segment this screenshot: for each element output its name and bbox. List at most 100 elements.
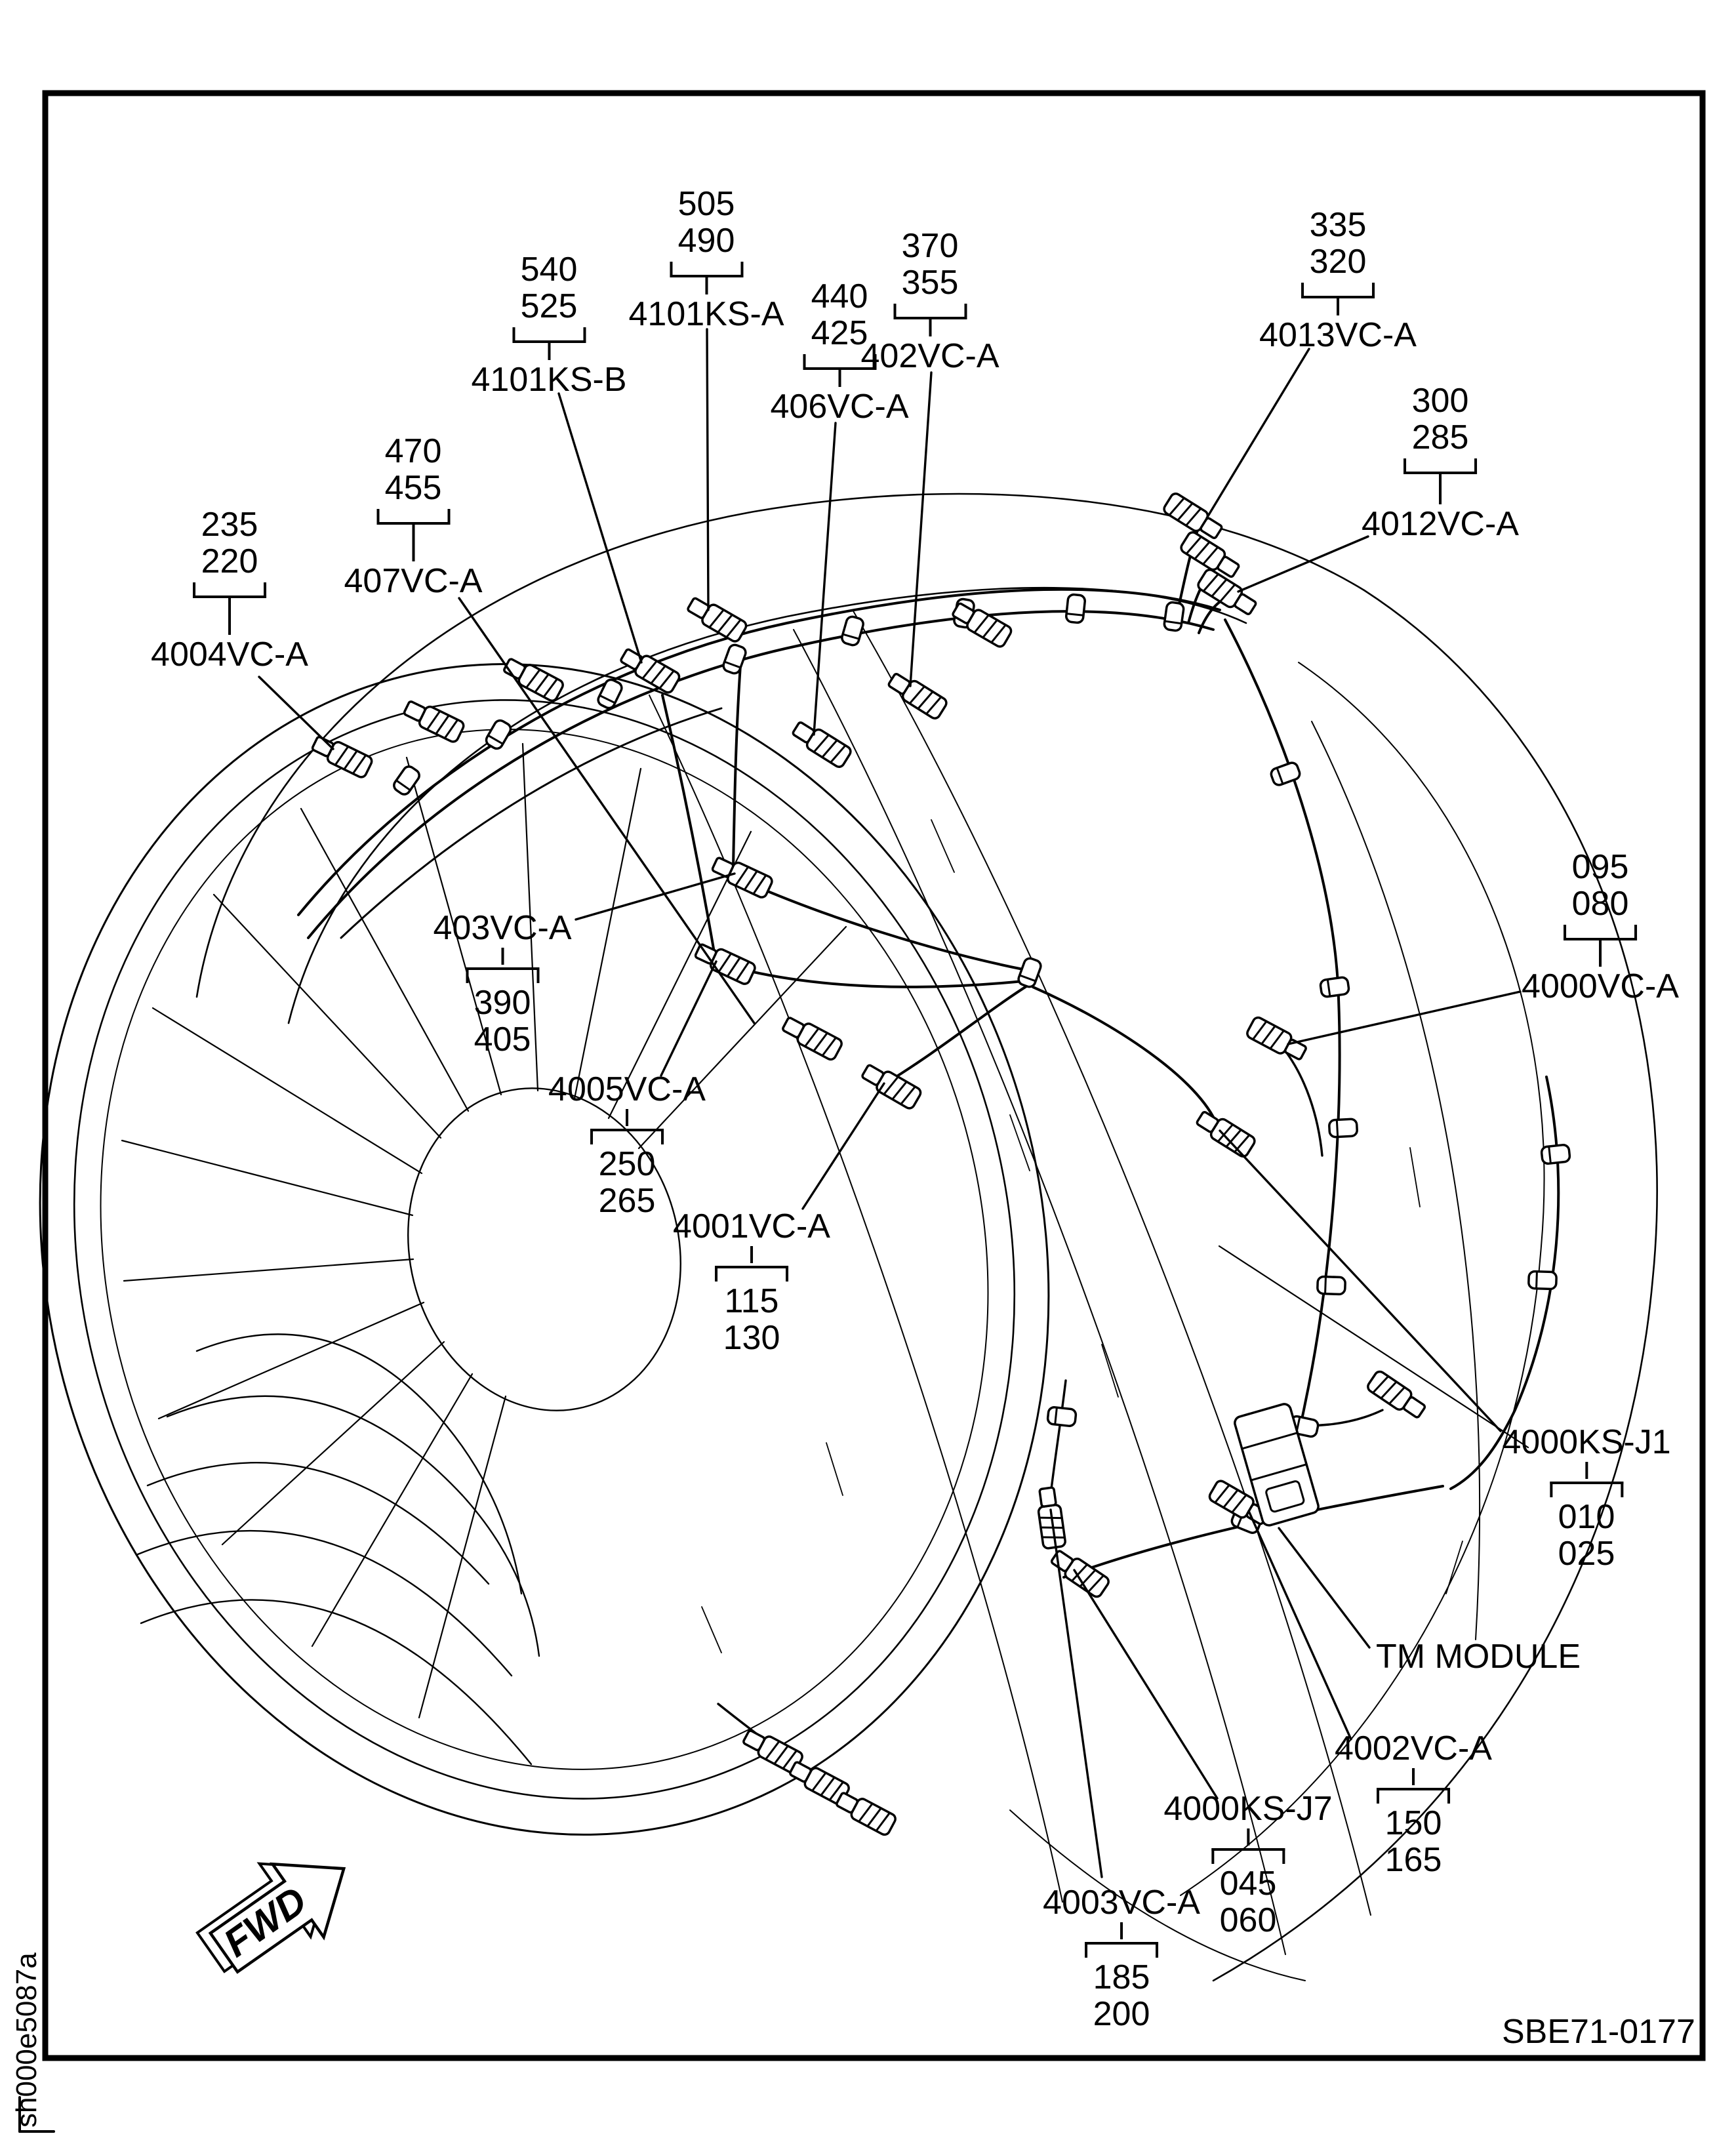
sheet-number: 045 <box>1219 1865 1277 1903</box>
sheet-number: 220 <box>201 542 258 580</box>
harness-label: 4013VC-A <box>1259 316 1417 354</box>
sheet-bracket <box>1301 283 1375 298</box>
bracket-stem <box>228 598 231 635</box>
bracket-stem <box>838 370 841 387</box>
fan-blades <box>121 742 847 1719</box>
sheet-bracket <box>714 1266 788 1282</box>
fwd-arrow: FWD <box>195 1862 346 1974</box>
sheet-number: 150 <box>1384 1804 1442 1842</box>
wiring-harness <box>297 490 1572 1836</box>
harness-label: 4004VC-A <box>151 636 308 674</box>
callout-406vc-a: 440 425 406VC-A <box>771 278 909 425</box>
sheet-bracket <box>376 509 450 525</box>
sheet-number: 265 <box>598 1182 656 1220</box>
sheet-bracket <box>1376 1788 1450 1804</box>
sheet-number: 165 <box>1384 1841 1442 1879</box>
harness-label: 4001VC-A <box>673 1207 830 1245</box>
bracket-stem <box>1246 1828 1249 1846</box>
tm-module <box>1234 1403 1320 1527</box>
sheet-bracket <box>1549 1482 1623 1497</box>
harness-label: 4002VC-A <box>1335 1729 1492 1767</box>
callout-402vc-a: 370 355 402VC-A <box>861 228 999 374</box>
bracket-stem <box>501 948 504 965</box>
sheet-bracket <box>803 354 876 370</box>
sheet-number: 250 <box>598 1145 656 1183</box>
callout-403vc-a: 403VC-A 390 405 <box>434 910 572 1058</box>
callout-4101ks-b: 540 525 4101KS-B <box>471 251 626 398</box>
sheet-number: 185 <box>1093 1958 1150 1996</box>
sheet-number: 525 <box>520 287 578 325</box>
sheet-number: 115 <box>724 1282 779 1320</box>
harness-label: 4000KS-J1 <box>1502 1423 1671 1461</box>
sheet-bracket <box>1084 1942 1158 1958</box>
sheet-number: 095 <box>1571 848 1629 886</box>
sheet-number: 060 <box>1219 1901 1277 1939</box>
sheet-number: 300 <box>1411 382 1469 420</box>
bracket-stem <box>1438 474 1442 504</box>
sheet-id: sh000e5087a <box>10 1952 43 2128</box>
sheet-bracket <box>466 967 539 983</box>
sheet-bracket <box>590 1129 664 1144</box>
sheet-number: 235 <box>201 506 258 544</box>
sheet-number: 130 <box>723 1319 780 1357</box>
harness-label: 402VC-A <box>860 337 999 375</box>
callout-4000ks-j7: 4000KS-J7 045 060 <box>1163 1790 1332 1939</box>
sheet-number: 355 <box>901 264 959 302</box>
callout-4000ks-j1: 4000KS-J1 010 025 <box>1502 1424 1670 1572</box>
harness-label: 4101KS-A <box>628 295 784 333</box>
bracket-stem <box>704 277 708 294</box>
tm-module-label: TM MODULE <box>1376 1638 1581 1676</box>
harness-label: 4000VC-A <box>1522 967 1679 1005</box>
harness-label: 4003VC-A <box>1043 1884 1200 1922</box>
bracket-stem <box>1585 1462 1588 1479</box>
bracket-stem <box>1598 940 1602 967</box>
bracket-stem <box>929 319 931 336</box>
harness-label: 407VC-A <box>344 562 483 600</box>
sheet-number: 405 <box>474 1020 531 1059</box>
sheet-number: 455 <box>384 469 442 507</box>
callout-4101ks-a: 505 490 4101KS-A <box>628 186 784 333</box>
sheet-number: 425 <box>811 314 868 352</box>
callout-4003vc-a: 4003VC-A 185 200 <box>1043 1884 1200 2032</box>
callout-4012vc-a: 300 285 4012VC-A <box>1362 382 1519 542</box>
callout-4005vc-a: 4005VC-A 250 265 <box>548 1071 706 1219</box>
bracket-stem <box>625 1109 628 1126</box>
sheet-number: 370 <box>901 227 959 265</box>
sheet-number: 470 <box>384 432 442 470</box>
spinner-cone <box>136 1333 540 1766</box>
harness-label: 4101KS-B <box>471 361 627 399</box>
callout-leader-lines <box>258 328 1522 1878</box>
sheet-number: 440 <box>811 277 868 315</box>
callout-4002vc-a: 4002VC-A 150 165 <box>1335 1730 1492 1878</box>
bracket-stem <box>1120 1922 1123 1939</box>
harness-label: 4000KS-J7 <box>1163 1790 1333 1828</box>
bracket-stem <box>1411 1768 1415 1785</box>
sheet-number: 505 <box>677 185 735 223</box>
sheet-bracket <box>1403 458 1477 474</box>
sheet-bracket <box>512 327 586 343</box>
sheet-number: 490 <box>677 222 735 260</box>
harness-label: 406VC-A <box>770 388 909 426</box>
sheet-number: 200 <box>1093 1995 1150 2033</box>
sheet-number: 390 <box>474 984 531 1022</box>
callout-407vc-a: 470 455 407VC-A <box>344 433 483 599</box>
sheet-bracket <box>192 582 266 598</box>
drawing-border <box>42 90 1706 2061</box>
sheet-bracket <box>669 262 743 277</box>
sheet-corner-mark <box>18 2096 55 2133</box>
bracket-stem <box>750 1246 753 1263</box>
engine-fan-and-case <box>39 493 1658 1982</box>
sheet-number: 320 <box>1309 243 1367 281</box>
sheet-bracket <box>1211 1848 1285 1864</box>
drawing-number: SBE71-0177 <box>1502 2013 1695 2051</box>
callout-4004vc-a: 235 220 4004VC-A <box>151 506 308 673</box>
bracket-stem <box>1336 298 1339 315</box>
callout-4013vc-a: 335 320 4013VC-A <box>1259 207 1417 353</box>
sheet-bracket <box>1563 925 1637 940</box>
sheet-number: 010 <box>1558 1498 1615 1536</box>
harness-label: 4012VC-A <box>1362 505 1519 543</box>
harness-label: 403VC-A <box>433 909 572 947</box>
sheet-number: 540 <box>520 251 578 289</box>
